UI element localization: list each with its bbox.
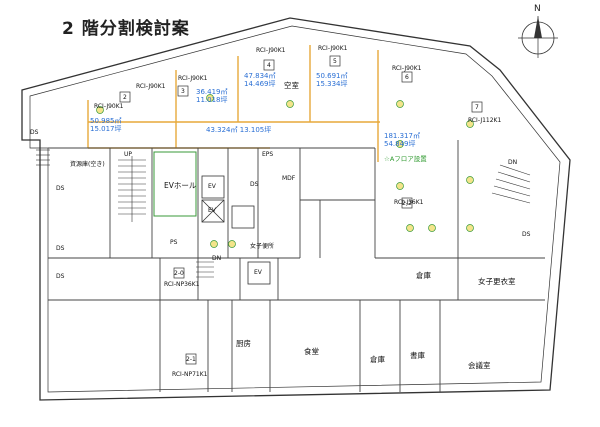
area-sqm: 181.317㎡ bbox=[384, 132, 420, 140]
room-ds: DS bbox=[522, 231, 531, 238]
area-tsubo: 15.334坪 bbox=[316, 80, 348, 89]
elevators bbox=[201, 175, 271, 285]
area-sqm: 36.419㎡ bbox=[196, 88, 228, 96]
room-souko: 倉庫 bbox=[370, 355, 385, 364]
outer-wall bbox=[21, 17, 571, 401]
unit-label: RCI-NP71K1 bbox=[172, 371, 208, 378]
unit-label: RCI-NP36K1 bbox=[164, 281, 200, 288]
unit-number: 2-0 bbox=[174, 270, 184, 277]
area-tsubo: 14.469坪 bbox=[244, 80, 276, 89]
area-label-4: 50.985㎡ 15.017坪 bbox=[90, 117, 122, 133]
room-shoko: 書庫 bbox=[410, 351, 425, 360]
unit-label: RCI-J90K1 bbox=[178, 75, 208, 82]
stair-dn: DN bbox=[508, 159, 518, 166]
ev-hall-outline bbox=[153, 151, 197, 217]
area-sqm: 43.324㎡ bbox=[206, 126, 238, 134]
area-sqm: 47.834㎡ bbox=[244, 72, 276, 80]
room-ds: DS bbox=[30, 129, 39, 136]
area-sqm: 50.985㎡ bbox=[90, 117, 122, 125]
area-label-5: 43.324㎡ 13.105坪 bbox=[206, 126, 271, 134]
room-josi-wc: 女子便所 bbox=[250, 243, 275, 250]
room-ds: DS bbox=[56, 245, 65, 252]
area-label-6: 181.317㎡ 54.849坪 bbox=[384, 132, 420, 148]
room-eps: EPS bbox=[262, 151, 274, 158]
room-shokudo: 食堂 bbox=[304, 347, 319, 356]
unit-number: 5 bbox=[333, 58, 337, 65]
stair-up: UP bbox=[124, 151, 133, 158]
area-sqm: 50.691㎡ bbox=[316, 72, 348, 80]
unit-number: 2 bbox=[123, 94, 127, 101]
room-ev-hall: EVホール bbox=[164, 181, 197, 190]
stair-dn: DN bbox=[212, 255, 222, 262]
area-tsubo: 13.105坪 bbox=[239, 126, 272, 134]
room-ds: DS bbox=[56, 273, 65, 280]
area-tsubo: 15.017坪 bbox=[90, 125, 122, 134]
unit-label: RCI-J90K1 bbox=[256, 47, 286, 54]
unit-label: RCI-J90K1 bbox=[392, 65, 422, 72]
area-label-3: 50.691㎡ 15.334坪 bbox=[316, 72, 348, 88]
room-mdf: MDF bbox=[282, 175, 296, 182]
room-ds: DS bbox=[56, 185, 65, 192]
room-ev: EV bbox=[208, 207, 216, 214]
unit-label: RCI-J112K1 bbox=[468, 117, 502, 124]
room-ev: EV bbox=[208, 183, 216, 190]
room-ps: PS bbox=[170, 239, 178, 246]
room-ds: DS bbox=[250, 181, 259, 188]
unit-label: RCI-J36K1 bbox=[394, 199, 424, 206]
ac-unit-markers bbox=[119, 55, 483, 365]
unit-number: 7 bbox=[475, 104, 479, 111]
area-tsubo: 11.018坪 bbox=[196, 96, 228, 105]
oa-floor-note: ☆Aフロア設置 bbox=[384, 155, 427, 163]
room-kaigi: 会議室 bbox=[468, 361, 491, 370]
room-josi-kouishitsu: 女子更衣室 bbox=[478, 277, 516, 286]
room-void: 空室 bbox=[284, 81, 299, 90]
compass: N bbox=[518, 4, 562, 62]
unit-label: RCI-J90K1 bbox=[94, 103, 124, 110]
room-shiryo: 資源庫(空き) bbox=[70, 161, 105, 168]
unit-number: 6 bbox=[405, 74, 409, 81]
compass-rose-icon bbox=[518, 16, 558, 58]
light-fixtures bbox=[96, 94, 474, 248]
north-label: N bbox=[534, 4, 541, 14]
unit-number: 2-1 bbox=[186, 356, 196, 363]
room-ev: EV bbox=[254, 269, 262, 276]
room-kitchen: 厨房 bbox=[236, 339, 251, 348]
area-label-2: 47.834㎡ 14.469坪 bbox=[244, 72, 276, 88]
stairs bbox=[36, 149, 531, 278]
room-souko: 倉庫 bbox=[416, 271, 431, 280]
unit-label: RCI-J90K1 bbox=[318, 45, 348, 52]
area-tsubo: 54.849坪 bbox=[384, 140, 416, 149]
unit-number: 3 bbox=[181, 88, 185, 95]
area-label-1: 36.419㎡ 11.018坪 bbox=[196, 88, 228, 104]
unit-number: 4 bbox=[267, 62, 271, 69]
interior-walls bbox=[48, 140, 545, 392]
unit-label: RCI-J90K1 bbox=[136, 83, 166, 90]
page-title: 2 階分割検討案 bbox=[62, 19, 190, 39]
unit-number: 2-2 bbox=[402, 200, 412, 207]
